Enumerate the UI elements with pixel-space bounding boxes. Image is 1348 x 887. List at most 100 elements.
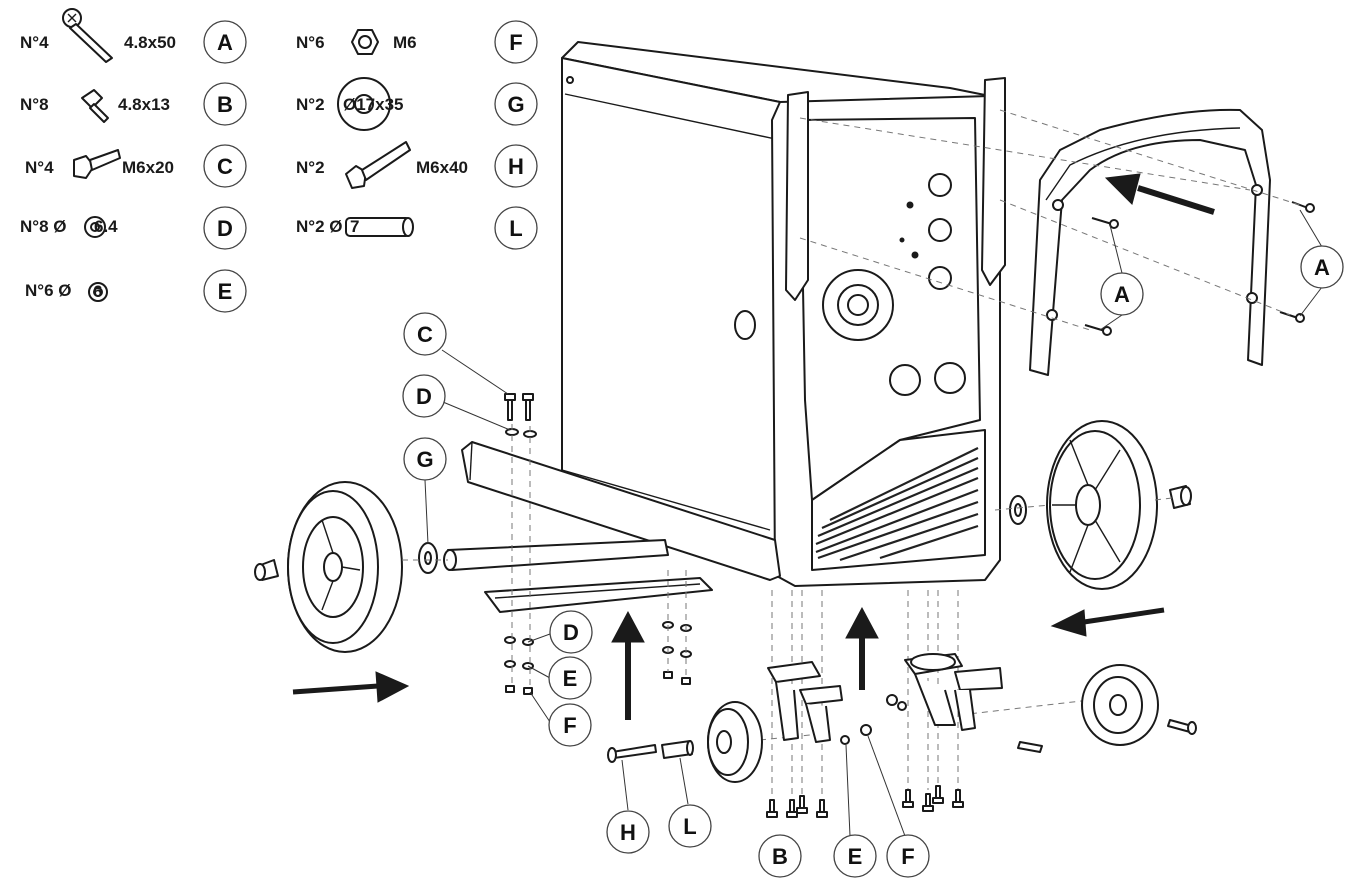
callout-circle: [548, 703, 592, 747]
legend-circle-e: [203, 269, 247, 313]
legend-row-g: N°2 Ø17x35 G: [296, 77, 538, 131]
callout-a-right: A: [1314, 255, 1330, 280]
legend-qty-g: N°2: [296, 95, 325, 114]
legend-letter-f: F: [509, 30, 522, 55]
callout-c: C: [417, 322, 433, 347]
long-bolt-icon: [345, 141, 411, 189]
spring-washer-icon: [88, 282, 108, 302]
legend-letter-h: H: [508, 154, 524, 179]
caster-wheel-right: [1081, 664, 1159, 746]
legend-letter-b: B: [217, 92, 233, 117]
screw-short-icon: [81, 89, 109, 123]
washer-g-left: [418, 542, 438, 574]
legend-row-b: N°8 4.8x13 B: [20, 82, 247, 126]
parts-legend: N°4 4.8x50 A N°8 4.8x13 B N°4: [20, 8, 538, 313]
callout-b: B: [772, 844, 788, 869]
nut-icon: [351, 29, 379, 55]
legend-letter-d: D: [217, 216, 233, 241]
legend-spec-e: 6: [93, 282, 102, 301]
rear-wheel-right: [1046, 420, 1158, 590]
callout-d-top: D: [416, 384, 432, 409]
bottom-plate: [484, 577, 713, 613]
hub-cap-left: [254, 559, 279, 581]
callout-circle: [403, 312, 447, 356]
legend-qty-f: N°6: [296, 33, 325, 52]
control-knob: [928, 266, 952, 290]
legend-row-a: N°4 4.8x50 A: [20, 8, 247, 64]
rear-wheel-left: [287, 481, 403, 653]
caster-bolt-right: [1017, 719, 1197, 753]
legend-qty-e: N°6 Ø: [25, 281, 71, 300]
legend-spec-b: 4.8x13: [118, 95, 170, 114]
callout-circle: [403, 437, 447, 481]
legend-circle-a: [203, 20, 247, 64]
legend-spec-a: 4.8x50: [124, 33, 176, 52]
large-washer-icon: [337, 77, 391, 131]
front-spacer: [661, 740, 694, 759]
legend-spec-d: 6.4: [94, 217, 118, 236]
callout-circle: [549, 610, 593, 654]
legend-spec-f: M6: [393, 33, 417, 52]
rail-bolts: [504, 393, 537, 438]
callout-circle: [886, 834, 930, 878]
legend-qty-h: N°2: [296, 158, 325, 177]
legend-circle-f: [494, 20, 538, 64]
callout-e-left: E: [563, 666, 578, 691]
callout-e-right: E: [848, 844, 863, 869]
callout-circle: [758, 834, 802, 878]
spacer-tube-icon: [345, 217, 414, 237]
legend-letter-c: C: [217, 154, 233, 179]
output-socket: [889, 364, 921, 396]
legend-spec-g: Ø17x35: [343, 95, 404, 114]
handle: [1029, 108, 1271, 376]
caster-bracket-right: [904, 653, 1003, 731]
front-axle-bolt: [607, 744, 657, 763]
legend-circle-b: [203, 82, 247, 126]
legend-row-f: N°6 M6 F: [296, 20, 538, 64]
callout-circle: [548, 656, 592, 700]
legend-row-d: N°8 Ø 6.4 D: [20, 206, 247, 250]
bolt-icon: [73, 149, 121, 179]
arrow-left-icon: [1104, 173, 1215, 215]
callout-g: G: [416, 447, 433, 472]
legend-spec-h: M6x40: [416, 158, 468, 177]
arrow-up-icon: [611, 610, 645, 720]
legend-qty-a: N°4: [20, 33, 49, 52]
control-knob: [928, 218, 952, 242]
handle-bracket-left: [785, 91, 809, 301]
caster-nuts: [840, 694, 907, 745]
legend-row-c: N°4 M6x20 C: [25, 144, 247, 188]
under-washers: [504, 621, 692, 695]
legend-row-h: N°2 M6x40 H: [296, 141, 538, 189]
legend-letter-l: L: [509, 216, 522, 241]
legend-qty-l: N°2 Ø: [296, 217, 342, 236]
handle-bracket-right: [981, 77, 1006, 286]
legend-circle-g: [494, 82, 538, 126]
callout-f-right: F: [901, 844, 914, 869]
legend-spec-c: M6x20: [122, 158, 174, 177]
callout-circle: [668, 804, 712, 848]
callout-circle: [1300, 245, 1344, 289]
legend-qty-b: N°8: [20, 95, 49, 114]
legend-circle-l: [494, 206, 538, 250]
welder-body: [561, 41, 1006, 587]
callout-f-left: F: [563, 713, 576, 738]
callout-a-center: A: [1114, 282, 1130, 307]
arrow-right-icon: [292, 671, 410, 703]
output-socket: [934, 362, 966, 394]
legend-circle-d: [203, 206, 247, 250]
callout-circle: [606, 810, 650, 854]
callout-circle: [402, 374, 446, 418]
callout-circle: [833, 834, 877, 878]
hub-cap-right: [1169, 485, 1192, 509]
legend-spec-l: 7: [350, 217, 359, 236]
washer-g-right: [1009, 495, 1027, 525]
legend-row-l: N°2 Ø 7 L: [296, 206, 538, 250]
grill-slots: [815, 447, 979, 562]
legend-circle-c: [203, 144, 247, 188]
caster-screws: [766, 785, 964, 818]
callout-l: L: [683, 814, 696, 839]
callout-d-bottom: D: [563, 620, 579, 645]
callout-circle: [1100, 272, 1144, 316]
